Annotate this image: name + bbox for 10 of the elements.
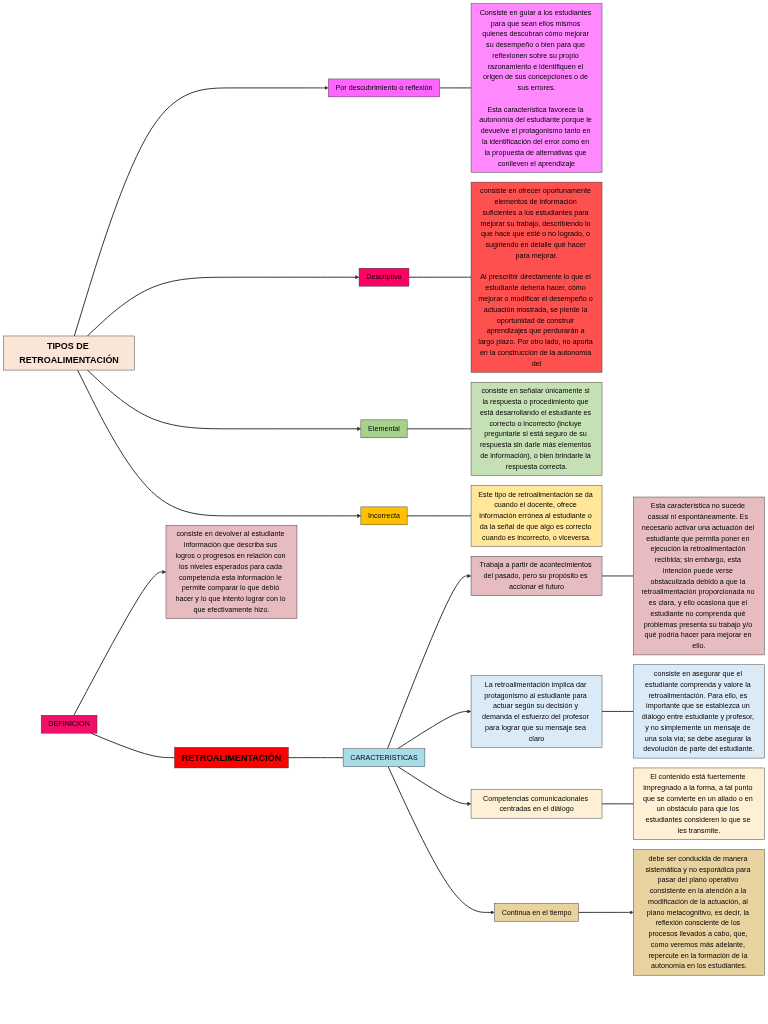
connector [601, 803, 634, 805]
connector [287, 757, 344, 759]
connector [439, 87, 472, 89]
connector [601, 575, 634, 577]
node-box: RETROALIMENTACIÓN [174, 747, 289, 769]
connector [408, 276, 472, 278]
connector [406, 515, 472, 517]
connector [406, 428, 472, 430]
node-box: TIPOS DE RETROALIMENTACIÓN [3, 335, 135, 371]
connector [601, 710, 634, 712]
